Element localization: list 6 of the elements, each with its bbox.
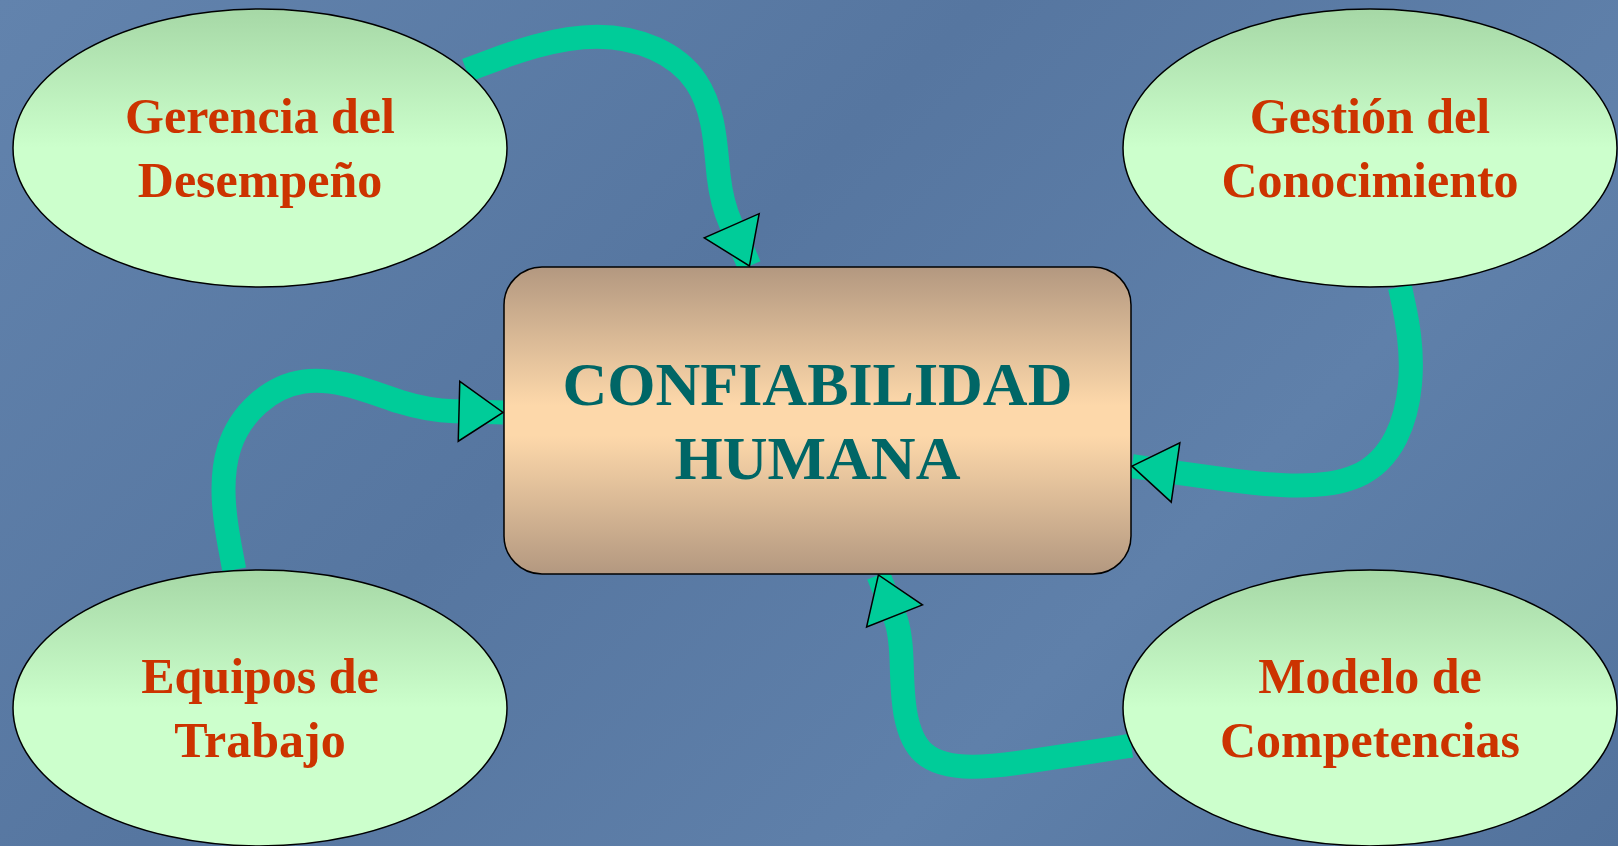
topic-label: Equipos de Trabajo bbox=[140, 647, 380, 770]
topic-label: Gestión del Conocimiento bbox=[1220, 87, 1520, 210]
center-title: CONFIABILIDAD HUMANA bbox=[561, 348, 1074, 494]
topic-label: Modelo de Competencias bbox=[1219, 647, 1521, 770]
topic-label: Gerencia del Desempeño bbox=[124, 87, 396, 210]
curved-arrow bbox=[211, 368, 504, 572]
